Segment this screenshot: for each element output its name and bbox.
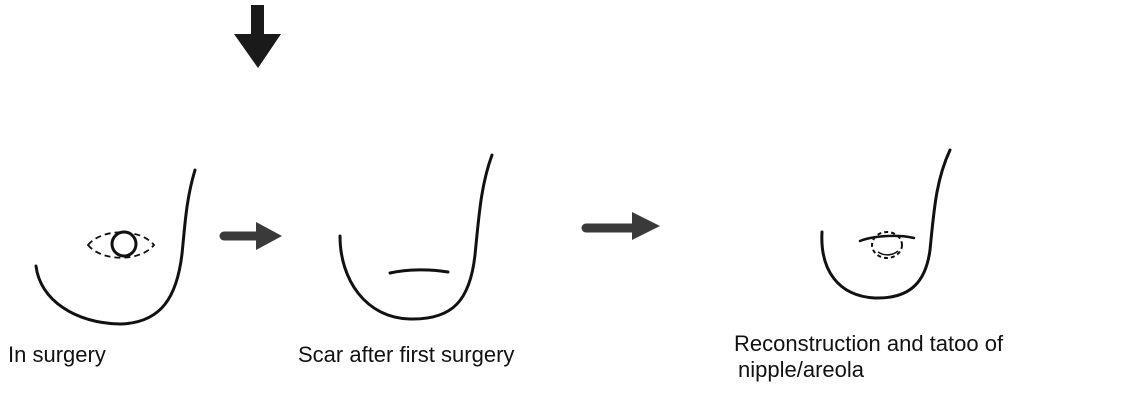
right-arrow-icon bbox=[224, 222, 282, 250]
caption-reconstruction: Reconstruction and tatoo of nipple/areol… bbox=[734, 331, 1003, 383]
caption-reconstruction-line1: Reconstruction and tatoo of bbox=[734, 331, 1003, 356]
breast-reconstructed bbox=[822, 150, 950, 298]
reconstruction-line bbox=[860, 236, 914, 241]
breast-outline-3 bbox=[822, 150, 950, 298]
caption-in-surgery: In surgery bbox=[8, 342, 106, 368]
breast-outline-2 bbox=[340, 155, 492, 319]
scar-line bbox=[390, 270, 448, 273]
right-arrow-icon bbox=[586, 212, 660, 240]
incision-outline bbox=[88, 232, 154, 258]
caption-reconstruction-line2: nipple/areola bbox=[734, 357, 1003, 383]
breast-in-surgery bbox=[36, 170, 195, 324]
nipple-detail bbox=[878, 251, 898, 255]
breast-with-scar bbox=[340, 155, 492, 319]
breast-outline-1 bbox=[36, 170, 195, 324]
nipple-circle bbox=[112, 232, 136, 256]
down-arrow-icon bbox=[234, 5, 281, 68]
caption-scar: Scar after first surgery bbox=[298, 342, 514, 368]
